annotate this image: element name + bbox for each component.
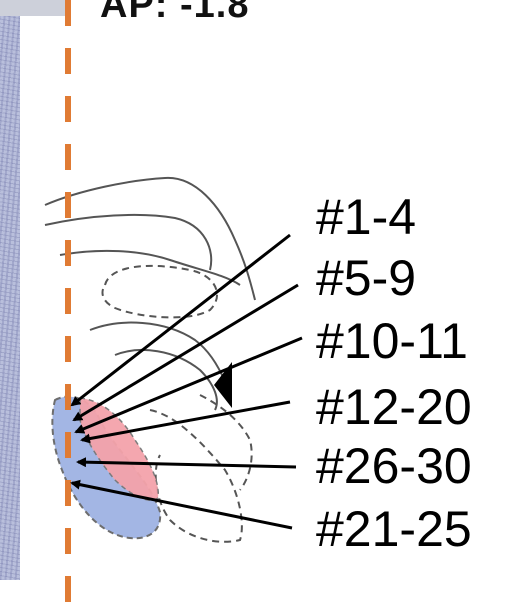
arrow-site-3 xyxy=(74,336,303,434)
top-gray-bar xyxy=(0,0,70,16)
histology-section-strip xyxy=(0,0,20,580)
site-label-2: #5-9 xyxy=(316,250,417,306)
arrow-site-1 xyxy=(70,233,291,407)
arrow-site-5 xyxy=(76,457,297,469)
site-label-6: #21-25 xyxy=(316,501,472,557)
dashed-lower-outline xyxy=(149,409,243,543)
site-label-3: #10-11 xyxy=(316,313,468,369)
arrow-site-6 xyxy=(70,479,293,530)
dentate-outline xyxy=(59,249,241,286)
site-label-1: #1-4 xyxy=(316,189,417,245)
ap-coordinate-title: AP: -1.8 xyxy=(100,0,250,26)
site-label-5: #26-30 xyxy=(316,438,472,494)
inner-outline xyxy=(44,213,213,271)
ventricle-marker xyxy=(214,362,232,408)
thalamus-outline xyxy=(101,264,219,319)
ventral-outline xyxy=(89,321,231,396)
site-label-4: #12-20 xyxy=(316,379,472,435)
lower-outline xyxy=(114,349,218,411)
arrow-site-4 xyxy=(80,400,291,444)
arrow-site-2 xyxy=(72,283,299,422)
hippocampus-outline xyxy=(44,176,256,301)
